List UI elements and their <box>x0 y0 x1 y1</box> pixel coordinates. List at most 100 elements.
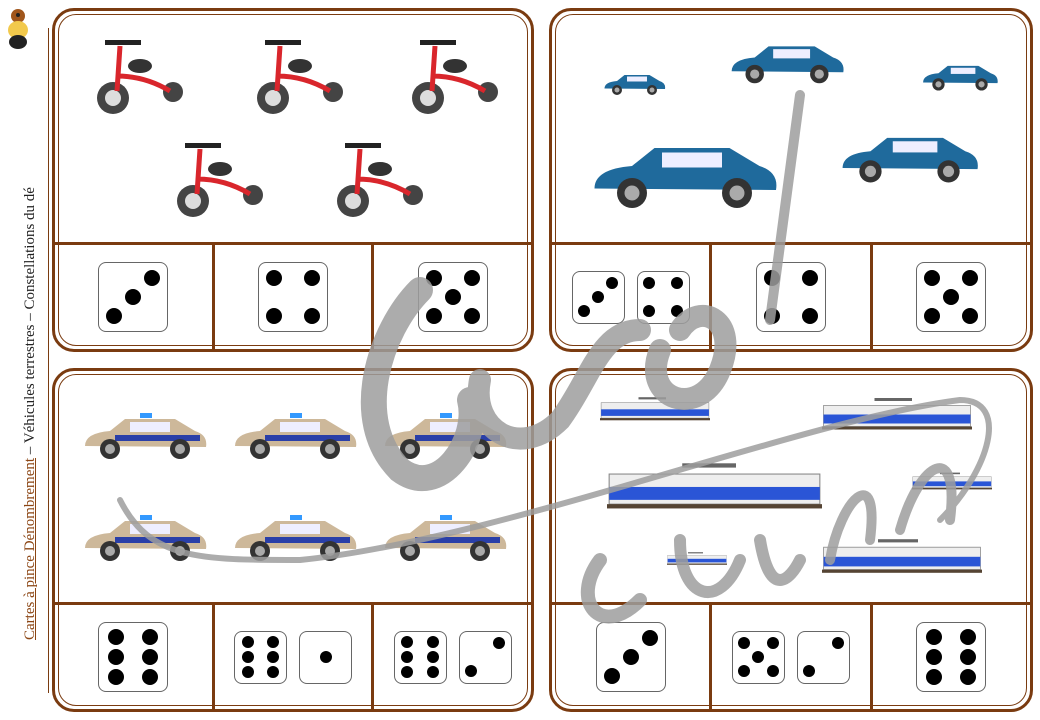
pip <box>142 669 159 686</box>
police-car-icon <box>380 411 510 466</box>
tram-icon <box>912 471 992 496</box>
answer-option[interactable] <box>873 245 1030 349</box>
tricycle-icon <box>410 36 500 121</box>
pip <box>125 289 142 305</box>
die-face-3-icon <box>98 262 169 332</box>
pip <box>425 308 442 325</box>
pip <box>803 665 816 678</box>
die-face-3-icon <box>595 622 666 692</box>
die-face-5-icon <box>916 262 987 332</box>
car-icon <box>587 136 782 216</box>
tram-icon <box>607 459 822 518</box>
police-car-icon <box>80 513 210 568</box>
pip <box>241 651 254 663</box>
police-car-icon <box>230 411 360 466</box>
pip <box>108 628 125 645</box>
tricycle-icon <box>95 36 185 121</box>
car-icon <box>727 39 847 90</box>
answer-option[interactable] <box>552 245 713 349</box>
die-face-2-icon <box>796 630 850 684</box>
pip <box>752 651 765 663</box>
pip <box>592 291 605 303</box>
pip <box>802 308 819 325</box>
pip <box>426 651 439 663</box>
divider <box>48 28 49 693</box>
pip <box>304 269 321 286</box>
pip <box>671 305 684 318</box>
tricycle-icon <box>255 36 345 121</box>
pip <box>426 666 439 679</box>
pip <box>763 308 780 325</box>
answer-option[interactable] <box>374 245 531 349</box>
pip <box>108 649 125 665</box>
die-face-1-icon <box>299 630 352 684</box>
title-link[interactable]: Cartes à pince Dénombrement <box>22 457 38 640</box>
die-face-4-icon <box>755 262 826 332</box>
answer-options <box>55 602 531 709</box>
pip <box>267 635 280 648</box>
tram-icon <box>667 551 727 571</box>
answer-option[interactable] <box>873 605 1030 709</box>
pip <box>766 665 779 678</box>
pip <box>962 269 979 286</box>
vehicle-picture-area <box>55 11 531 241</box>
car-icon <box>602 71 667 101</box>
sidebar: Cartes à pince Dénombrement – Véhicules … <box>0 0 46 720</box>
counting-card <box>549 368 1033 712</box>
pip <box>265 308 282 325</box>
tricycle-icon <box>335 139 425 224</box>
pip <box>142 628 159 645</box>
pip <box>960 669 977 686</box>
pip <box>622 649 639 665</box>
police-car-icon <box>80 411 210 466</box>
pip <box>738 665 751 678</box>
die-face-4-icon <box>636 270 690 324</box>
answer-option[interactable] <box>55 245 215 349</box>
pip <box>144 269 161 286</box>
pip <box>444 289 461 305</box>
answer-option[interactable] <box>55 605 215 709</box>
pip <box>738 636 751 649</box>
pip <box>962 308 979 325</box>
answer-option[interactable] <box>712 245 873 349</box>
pip <box>401 635 414 648</box>
die-face-2-icon <box>458 630 512 684</box>
counting-card <box>52 8 534 352</box>
die-face-6-icon <box>393 630 447 684</box>
pip <box>463 269 480 286</box>
tram-icon <box>600 395 710 428</box>
pip <box>108 669 125 686</box>
pip <box>763 269 780 286</box>
pip <box>603 668 620 685</box>
answer-option[interactable] <box>552 605 713 709</box>
answer-options <box>55 242 531 349</box>
die-face-6-icon <box>98 622 169 692</box>
die-face-5-icon <box>417 262 488 332</box>
vehicle-picture-area <box>552 371 1030 601</box>
pip <box>319 651 332 663</box>
pip <box>641 629 658 646</box>
pip <box>401 651 414 663</box>
pip <box>924 269 941 286</box>
pip <box>425 269 442 286</box>
tram-icon <box>822 536 982 581</box>
answer-option[interactable] <box>215 605 375 709</box>
answer-option[interactable] <box>374 605 531 709</box>
pip <box>463 308 480 325</box>
pip <box>802 269 819 286</box>
police-car-icon <box>230 513 360 568</box>
answer-option[interactable] <box>712 605 873 709</box>
pip <box>924 308 941 325</box>
counting-card <box>549 8 1033 352</box>
document-title: Cartes à pince Dénombrement – Véhicules … <box>22 187 38 640</box>
die-face-5-icon <box>731 630 785 684</box>
pip <box>943 289 960 305</box>
die-face-6-icon <box>234 630 287 684</box>
pip <box>426 635 439 648</box>
pip <box>766 636 779 649</box>
counting-card <box>52 368 534 712</box>
pip <box>926 669 943 686</box>
vehicle-picture-area <box>552 11 1030 241</box>
pip <box>926 649 943 665</box>
answer-option[interactable] <box>215 245 375 349</box>
